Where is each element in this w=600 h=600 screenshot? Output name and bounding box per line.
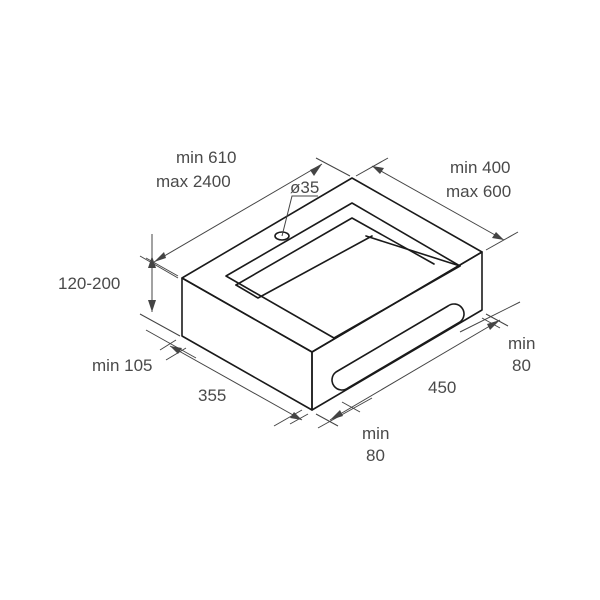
- basin-floor-front: [235, 235, 373, 299]
- label-basin-depth: 450: [428, 378, 457, 397]
- label-hole-diameter: ø35: [290, 178, 320, 197]
- dim-hole-leader: [281, 195, 318, 237]
- label-depth-max: max 600: [446, 182, 512, 201]
- label-right-margin-value: 80: [512, 356, 531, 375]
- label-bottom-margin-min: min: [362, 424, 390, 443]
- label-length-min: min 610: [176, 148, 237, 167]
- label-front-min: min 105: [92, 356, 153, 375]
- sink-right-face: [311, 251, 483, 411]
- label-basin-width: 355: [198, 386, 227, 405]
- dim-height: [139, 234, 181, 337]
- sink-top-face: [181, 177, 483, 353]
- sink-outline: [181, 177, 483, 411]
- label-length-max: max 2400: [156, 172, 231, 191]
- label-bottom-margin-value: 80: [366, 446, 385, 465]
- label-right-margin-min: min: [508, 334, 536, 353]
- dim-right-min80: [459, 301, 521, 333]
- label-depth-min: min 400: [450, 158, 511, 177]
- dim-355: [159, 339, 309, 427]
- dim-front-min: [145, 329, 197, 361]
- basin-slope-line: [365, 235, 461, 267]
- dim-450: [315, 313, 509, 427]
- side-slot: [331, 303, 465, 391]
- dim-depth: [355, 157, 519, 251]
- dim-bottom-min80: [317, 397, 373, 429]
- tap-hole: [274, 231, 290, 241]
- label-height-range: 120-200: [58, 274, 121, 293]
